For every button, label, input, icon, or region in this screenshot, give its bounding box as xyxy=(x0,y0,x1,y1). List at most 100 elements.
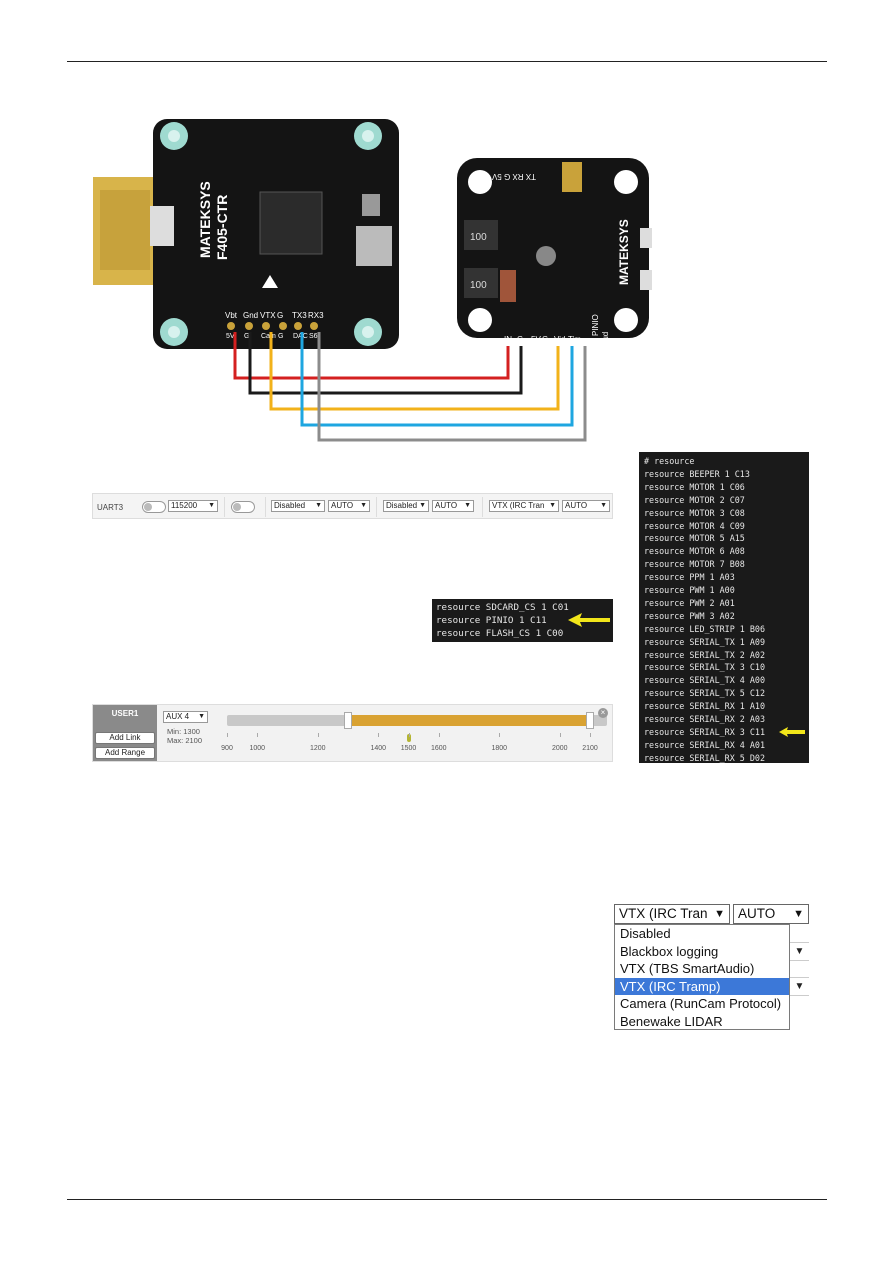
tick-mark xyxy=(227,733,228,737)
tick-label: 900 xyxy=(221,745,233,752)
divider xyxy=(482,497,483,517)
chevron-down-icon: ▼ xyxy=(198,713,205,720)
fc-pad-label: VTX xyxy=(260,311,276,320)
chevron-down-icon: ▼ xyxy=(714,908,725,920)
sensor-select[interactable]: Disabled▼ xyxy=(383,500,429,512)
vtx-pad-label: G xyxy=(517,335,523,344)
tick-label: 1600 xyxy=(430,745,447,752)
peripheral-baud-select[interactable]: AUTO ▼ xyxy=(562,500,610,512)
fc-brand-text: MATEKSYS xyxy=(197,181,213,258)
resource-line: resource PWM 2 A01 xyxy=(644,597,735,608)
chevron-down-icon: ▼ xyxy=(419,502,426,509)
sensor-baud-value: AUTO xyxy=(435,501,458,510)
range-fill xyxy=(348,715,590,726)
vtx-brand-text: MATEKSYS xyxy=(617,219,631,285)
chevron-down-icon: ▼ xyxy=(790,977,809,996)
mode-range-panel: USER1 Add Link Add Range AUX 4 ▼ Min: 130… xyxy=(92,704,613,762)
sensor-value: Disabled xyxy=(386,501,418,510)
tick-label: 1200 xyxy=(309,745,326,752)
resource-line: resource SERIAL_RX 5 D02 xyxy=(644,752,766,763)
peripheral-baud-value: AUTO xyxy=(565,501,588,510)
tick-label: 2100 xyxy=(582,745,598,752)
fc-pad-label: Gnd xyxy=(243,311,258,320)
resource-line: resource SERIAL_TX 5 C12 xyxy=(644,688,766,699)
resource-line: resource BEEPER 1 C13 xyxy=(644,468,750,479)
tick-label: 1000 xyxy=(249,745,266,752)
fc-pad-label: S6 xyxy=(309,333,318,340)
resource-line: resource MOTOR 2 C07 xyxy=(644,494,745,505)
divider xyxy=(265,497,266,517)
current-value-marker xyxy=(406,734,411,742)
inductor-label-1: 100 xyxy=(470,232,487,243)
resource-line: resource SERIAL_TX 4 A00 xyxy=(644,675,766,686)
dropdown-option[interactable]: Camera (RunCam Protocol) xyxy=(620,996,782,1011)
telemetry-select[interactable]: Disabled▼ xyxy=(271,500,325,512)
uart-port-row: UART3 115200▼ Disabled▼ AUTO▼ Disabled▼ … xyxy=(92,493,613,519)
tick-mark xyxy=(408,733,410,737)
tick-mark xyxy=(499,733,501,737)
range-max-handle[interactable] xyxy=(586,712,594,729)
tick-label: 1800 xyxy=(491,745,508,752)
dropdown-option[interactable]: Disabled xyxy=(620,926,671,941)
chevron-down-icon: ▼ xyxy=(360,502,367,509)
vtx-pad-label: G xyxy=(542,335,548,344)
close-icon[interactable]: × xyxy=(598,708,608,718)
fc-pad-label: TX3 xyxy=(292,311,307,320)
wire xyxy=(300,332,574,427)
resource-line: resource MOTOR 1 C06 xyxy=(644,481,745,492)
dropdown-option[interactable]: Benewake LIDAR xyxy=(620,1013,723,1029)
peripheral-value: VTX (IRC Tran xyxy=(492,501,545,510)
tick-label: 1400 xyxy=(370,745,387,752)
wire xyxy=(233,332,510,380)
serial-rx-toggle[interactable] xyxy=(231,501,255,513)
chevron-down-icon: ▼ xyxy=(464,502,471,509)
resource-line: resource PWM 3 A02 xyxy=(644,610,735,621)
range-min-handle[interactable] xyxy=(344,712,352,729)
resource-line: resource SERIAL_TX 3 C10 xyxy=(644,662,766,673)
tick-mark xyxy=(438,733,440,737)
add-link-button[interactable]: Add Link xyxy=(95,732,155,744)
resource-line: resource SERIAL_RX 2 A03 xyxy=(644,714,766,724)
dropdown-option[interactable]: VTX (TBS SmartAudio) xyxy=(620,961,755,976)
peripheral-select[interactable]: VTX (IRC Tran▼ xyxy=(489,500,559,512)
wiring-photo: MATEKSYS F405-CTR Vbt5VGndGVTXCamGGTX3DA… xyxy=(93,119,652,442)
vtx-pad-label: 5V xyxy=(531,335,541,344)
resource-line: resource SDCARD_CS 1 C01 xyxy=(436,602,569,613)
sensor-baud-select[interactable]: AUTO ▼ xyxy=(432,500,474,512)
wires xyxy=(233,332,587,442)
footer-rule xyxy=(67,1199,827,1200)
resource-line: resource SERIAL_TX 1 A09 xyxy=(644,636,766,647)
dropdown-option[interactable]: Blackbox logging xyxy=(620,943,719,959)
resource-line: resource FLASH_CS 1 C00 xyxy=(436,628,564,639)
resource-line: resource PINIO 1 C11 xyxy=(436,615,547,626)
mode-title: USER1 xyxy=(111,709,139,718)
vtx-pad-label: IN xyxy=(504,335,512,344)
aux-select[interactable]: AUX 4 ▼ xyxy=(163,711,208,723)
telemetry-baud-select[interactable]: AUTO ▼ xyxy=(328,500,370,512)
chevron-down-icon: ▼ xyxy=(600,502,607,509)
vtx-pinio: PINIO xyxy=(591,314,600,336)
peripheral-dropdown[interactable]: VTX (IRC Tran▼ xyxy=(614,904,730,924)
vtx-top-pads: TX RX G 5V xyxy=(491,172,536,181)
telemetry-baud-value: AUTO xyxy=(331,501,354,510)
dropdown-option[interactable]: VTX (IRC Tramp) xyxy=(615,977,789,995)
range-min-text: Min: 1300 xyxy=(167,727,200,736)
resource-line: # resource xyxy=(644,456,695,466)
resource-line: resource SERIAL_RX 3 C11 xyxy=(644,726,766,737)
baud-value: 115200 xyxy=(171,501,198,510)
aux-value: AUX 4 xyxy=(166,712,190,721)
fc-pad-label: 5V xyxy=(226,333,235,340)
arrow-left-icon xyxy=(779,727,805,737)
vtx-pad-label: Tim xyxy=(568,335,581,344)
chevron-down-icon: ▼ xyxy=(315,502,322,509)
msp-toggle[interactable] xyxy=(142,501,166,513)
fc-pad-label: DAC xyxy=(293,333,308,340)
baud-dropdown-value: AUTO xyxy=(738,906,776,921)
range-max-text: Max: 2100 xyxy=(167,736,203,745)
fc-model-text: F405-CTR xyxy=(214,195,230,260)
baud-select[interactable]: 115200▼ xyxy=(168,500,218,512)
add-range-button[interactable]: Add Range xyxy=(95,747,155,759)
solder-pad xyxy=(262,322,270,330)
baud-dropdown[interactable]: AUTO▼ xyxy=(733,904,809,924)
